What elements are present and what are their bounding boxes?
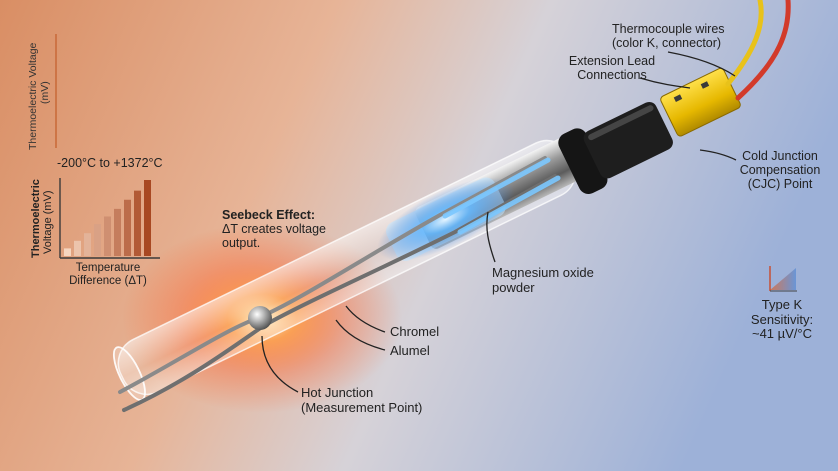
- range-chart-y-label: Thermoelectric Voltage (mV): [30, 179, 55, 258]
- leader-extension-lead: [639, 77, 691, 89]
- range-chart-bar: [94, 224, 101, 256]
- range-chart-bar: [74, 240, 81, 256]
- mgo-label: Magnesium oxide powder: [492, 265, 594, 295]
- leader-mgo: [486, 211, 496, 263]
- seebeck-effect-note: Seebeck Effect: ΔT creates voltage outpu…: [222, 208, 326, 250]
- range-chart-bar: [64, 248, 71, 256]
- type-k-mini-chart: [769, 266, 797, 292]
- range-label: -200°C to +1372°C: [57, 156, 163, 170]
- hot-junction-bead: [248, 306, 272, 330]
- seebeck-title: Seebeck Effect:: [222, 208, 316, 222]
- blue-wire-1: [442, 157, 551, 219]
- boot-highlight: [588, 105, 654, 141]
- red-lead-wire: [735, 0, 791, 101]
- alumel-label: Alumel: [390, 343, 430, 358]
- blue-wire-2: [457, 175, 561, 235]
- leader-cjc: [699, 149, 737, 161]
- range-chart-bar: [144, 180, 151, 256]
- leader-alumel: [335, 319, 386, 351]
- leader-hot-junction: [261, 335, 299, 393]
- leader-chromel: [345, 305, 386, 333]
- yellow-lead-wire: [725, 0, 764, 87]
- range-chart-bar: [124, 199, 131, 256]
- yellow-connector-body: [660, 67, 741, 137]
- seebeck-line2: output.: [222, 236, 261, 250]
- extension-lead-label: Extension Lead Connections: [568, 54, 656, 82]
- range-chart-bar: [104, 216, 111, 256]
- connector-boot: [558, 101, 673, 195]
- chromel-label: Chromel: [390, 324, 440, 339]
- yellow-connector: [660, 67, 741, 137]
- range-chart-bars: [64, 180, 151, 256]
- leader-thermocouple-wires: [667, 51, 736, 77]
- thermocouple-wires-label: Thermocouple wires (color K, connector): [612, 22, 725, 50]
- boot-body: [583, 101, 673, 179]
- hot-junction-label: Hot Junction (Measurement Point): [301, 385, 423, 415]
- type-k-mini-area: [770, 268, 796, 290]
- connector-pin-2: [700, 81, 710, 89]
- range-chart-x-label: Temperature Difference (ΔT): [69, 262, 147, 287]
- type-k-label: Type K Sensitivity: ~41 µV/°C: [750, 297, 814, 342]
- cjc-label: Cold Junction Compensation (CJC) Point: [739, 149, 821, 191]
- range-chart-bar: [134, 190, 141, 256]
- seebeck-line1: ΔT creates voltage: [222, 222, 327, 236]
- range-chart-bar: [84, 233, 91, 256]
- range-chart-bar: [114, 208, 121, 256]
- top-left-axis-label: Thermoelectric Voltage (mV): [27, 42, 51, 150]
- range-chart: [59, 178, 160, 259]
- boot-collar: [558, 128, 608, 195]
- connector-pin-1: [673, 94, 683, 102]
